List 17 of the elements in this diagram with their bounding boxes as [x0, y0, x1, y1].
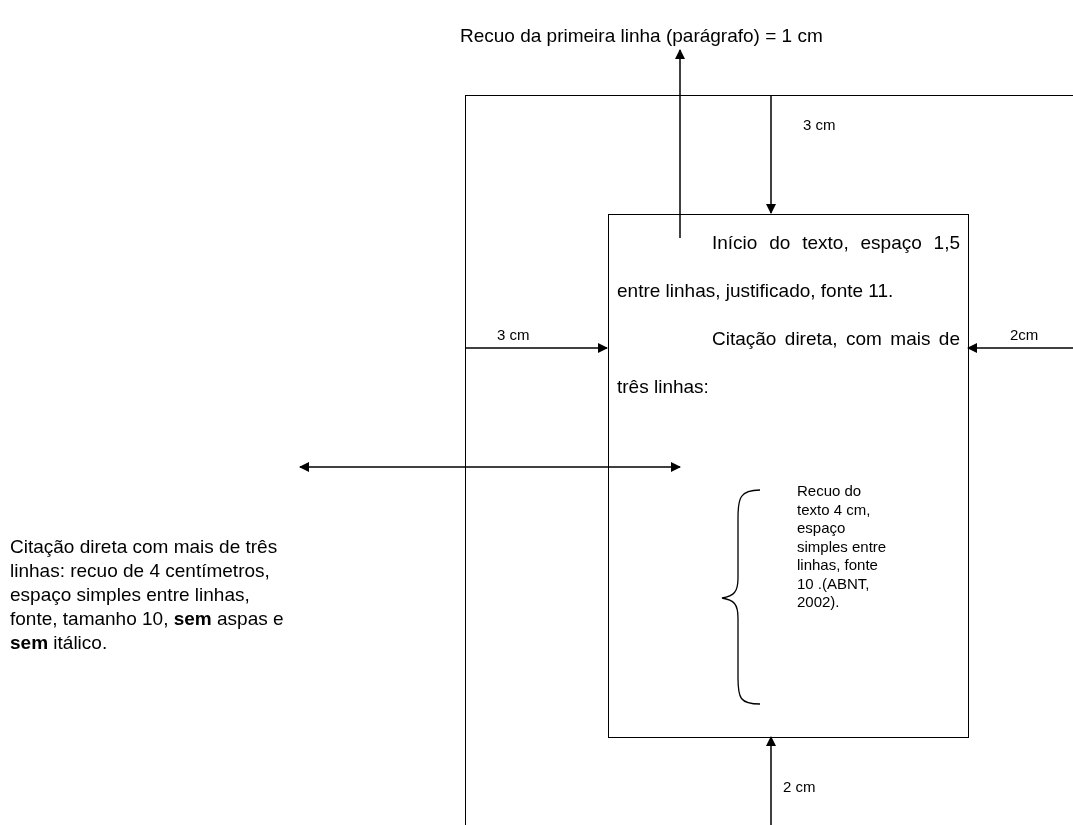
- body-paragraph: Citação direta, com mais de três linhas:: [617, 327, 960, 399]
- body-paragraph: Início do texto, espaço 1,5 entre linhas, justificado, fonte 11.: [617, 231, 960, 303]
- quote-text: Recuo do texto 4 cm, espaço simples entre linhas, fonte 10 .(ABNT, 2002).: [797, 482, 888, 612]
- double-arrow: [299, 462, 681, 472]
- text-area-box: [608, 214, 969, 738]
- edge-label: 2cm: [1010, 326, 1039, 343]
- indent-note: Recuo da primeira linha (parágrafo) = 1 cm: [460, 22, 880, 50]
- edge-label: 3 cm: [497, 326, 530, 343]
- arrow: [766, 736, 776, 825]
- page-outline: [465, 95, 1073, 825]
- quote-note: Citação direta com mais de três linhas: recuo de 4 centímetros, espaço simples entre linhas, fonte, tamanho 10, sem aspas e sem itálico.: [10, 457, 300, 767]
- edge-label: 3 cm: [803, 116, 836, 133]
- arrow: [464, 343, 608, 353]
- arrow: [967, 343, 1073, 353]
- edge-label: 2 cm: [783, 778, 816, 795]
- arrow: [766, 94, 776, 214]
- leader-line: [675, 49, 685, 239]
